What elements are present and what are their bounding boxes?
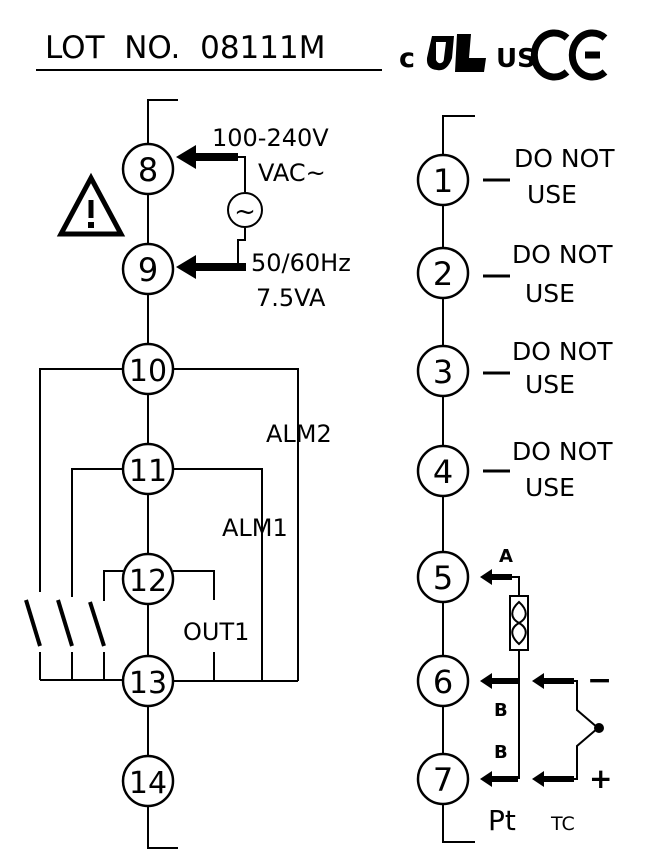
- left-terminal-block: [147, 99, 178, 849]
- terminal-2[interactable]: 2: [416, 246, 470, 300]
- terminal-8-label: 8: [138, 151, 158, 189]
- pt-b2-label: B: [494, 742, 508, 763]
- sensor-arrows: [480, 569, 574, 787]
- terminal-1[interactable]: 1: [416, 153, 470, 207]
- terminal-6[interactable]: 6: [416, 654, 470, 708]
- do-not-use-1-line2: USE: [527, 180, 577, 209]
- terminal-14-label: 14: [129, 766, 167, 801]
- do-not-use-4-line2: USE: [525, 473, 575, 502]
- terminal-3-label: 3: [433, 353, 453, 391]
- out1-label: OUT1: [183, 618, 249, 646]
- tc-plus-label: +: [589, 762, 612, 795]
- terminal-7-label: 7: [433, 761, 453, 799]
- terminal-3[interactable]: 3: [416, 344, 470, 398]
- pt-a-arrow-icon: [480, 569, 512, 585]
- terminal-10[interactable]: 10: [121, 342, 175, 396]
- arrow-left-icon: [176, 255, 246, 279]
- pt-label: Pt: [488, 804, 516, 837]
- terminal-4-label: 4: [433, 453, 453, 491]
- terminal-10-label: 10: [129, 354, 167, 389]
- pt-b1-label: B: [494, 700, 508, 721]
- tc-minus-arrow-icon: [532, 673, 574, 689]
- do-not-use-4-line1: DO NOT: [512, 437, 613, 466]
- do-not-use-3-line2: USE: [525, 370, 575, 399]
- do-not-use-3-line1: DO NOT: [512, 337, 613, 366]
- terminal-13[interactable]: 13: [121, 654, 175, 708]
- terminal-11[interactable]: 11: [121, 442, 175, 496]
- unused-terminal-stubs: [483, 178, 510, 473]
- lot-number: LOT NO. 08111M: [45, 30, 325, 66]
- pt-b2-arrow-icon: [480, 771, 518, 787]
- tc-plus-arrow-icon: [532, 771, 574, 787]
- terminal-12-label: 12: [129, 564, 167, 599]
- ac-source-wires: [237, 156, 246, 267]
- alm1-contact-icon: [56, 599, 74, 647]
- warning-icon: [56, 172, 126, 237]
- terminal-8[interactable]: 8: [121, 142, 175, 196]
- thermocouple-wires: [574, 680, 599, 780]
- frequency-label: 50/60Hz: [251, 249, 351, 277]
- terminal-5-label: 5: [433, 559, 453, 597]
- relay-wires: [39, 368, 299, 682]
- ul-recognized-icon: [426, 34, 486, 72]
- terminal-1-label: 1: [433, 162, 453, 200]
- ce-mark-icon: [530, 29, 608, 81]
- alm2-contact-icon: [24, 599, 42, 647]
- alm2-label: ALM2: [266, 420, 332, 448]
- terminal-5[interactable]: 5: [416, 550, 470, 604]
- terminal-11-label: 11: [129, 454, 167, 489]
- terminal-4[interactable]: 4: [416, 444, 470, 498]
- do-not-use-2-line2: USE: [525, 279, 575, 308]
- do-not-use-2-line1: DO NOT: [512, 240, 613, 269]
- right-terminal-block: [442, 115, 475, 843]
- rtd-wires: [512, 576, 520, 779]
- power-input-arrows: [176, 145, 246, 279]
- terminal-14[interactable]: 14: [121, 754, 175, 808]
- terminal-12[interactable]: 12: [121, 552, 175, 606]
- pt-a-label: A: [499, 546, 513, 567]
- ac-tilde-icon: ~: [234, 197, 256, 227]
- cert-us-text: US: [496, 44, 536, 74]
- alm1-label: ALM1: [222, 514, 288, 542]
- pt-b1-arrow-icon: [480, 673, 518, 689]
- do-not-use-1-line1: DO NOT: [514, 144, 615, 173]
- voltage-label: 100-240V: [212, 124, 329, 152]
- terminal-9-label: 9: [138, 251, 158, 289]
- vac-label: VAC~: [258, 159, 326, 187]
- terminal-13-label: 13: [129, 666, 167, 701]
- cert-c-text: c: [399, 43, 415, 74]
- relay-switch-contacts: [24, 599, 106, 647]
- ac-source-symbol: ~: [227, 192, 263, 228]
- rtd-element-icon: [509, 595, 529, 651]
- power-rating-label: 7.5VA: [256, 284, 326, 312]
- arrow-left-icon: [176, 145, 238, 169]
- tc-label: TC: [550, 813, 575, 835]
- tc-minus-label: −: [587, 663, 612, 698]
- terminal-6-label: 6: [433, 663, 453, 701]
- terminal-9[interactable]: 9: [121, 242, 175, 296]
- out1-contact-icon: [88, 601, 106, 647]
- terminal-7[interactable]: 7: [416, 752, 470, 806]
- terminal-2-label: 2: [433, 255, 453, 293]
- thermocouple-junction-icon: [594, 723, 604, 733]
